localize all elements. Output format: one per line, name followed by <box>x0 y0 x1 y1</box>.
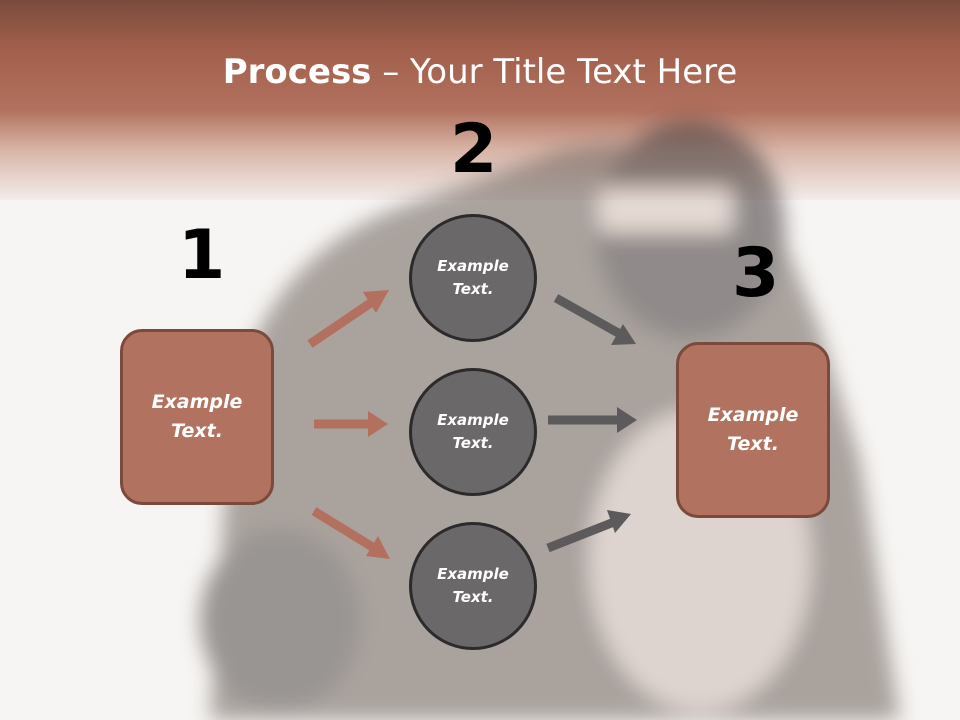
slide-title: Process – Your Title Text Here <box>0 52 960 92</box>
step-number-3: 3 <box>732 234 780 313</box>
step-1-box: Example Text. <box>120 329 274 505</box>
title-rest: – Your Title Text Here <box>371 52 738 92</box>
arrow-left-top <box>307 290 389 348</box>
header-band <box>0 0 960 200</box>
circle-top-text: Example Text. <box>437 257 509 298</box>
arrow-right-bottom <box>546 510 631 553</box>
arrow-right-middle <box>548 407 637 433</box>
step-number-1: 1 <box>178 216 226 295</box>
arrow-right-top <box>553 294 636 345</box>
circle-bottom-text: Example Text. <box>437 565 509 606</box>
step-3-text: Example Text. <box>707 404 799 455</box>
step-3-box: Example Text. <box>676 342 830 518</box>
step-2-circle-middle: Example Text. <box>409 368 537 496</box>
step-2-circle-top: Example Text. <box>409 214 537 342</box>
step-2-circle-bottom: Example Text. <box>409 522 537 650</box>
arrow-left-bottom <box>311 507 390 559</box>
step-1-text: Example Text. <box>151 391 243 442</box>
arrow-left-middle <box>314 411 388 437</box>
step-number-2: 2 <box>450 110 498 189</box>
circle-middle-text: Example Text. <box>437 411 509 452</box>
title-bold: Process <box>222 52 372 92</box>
